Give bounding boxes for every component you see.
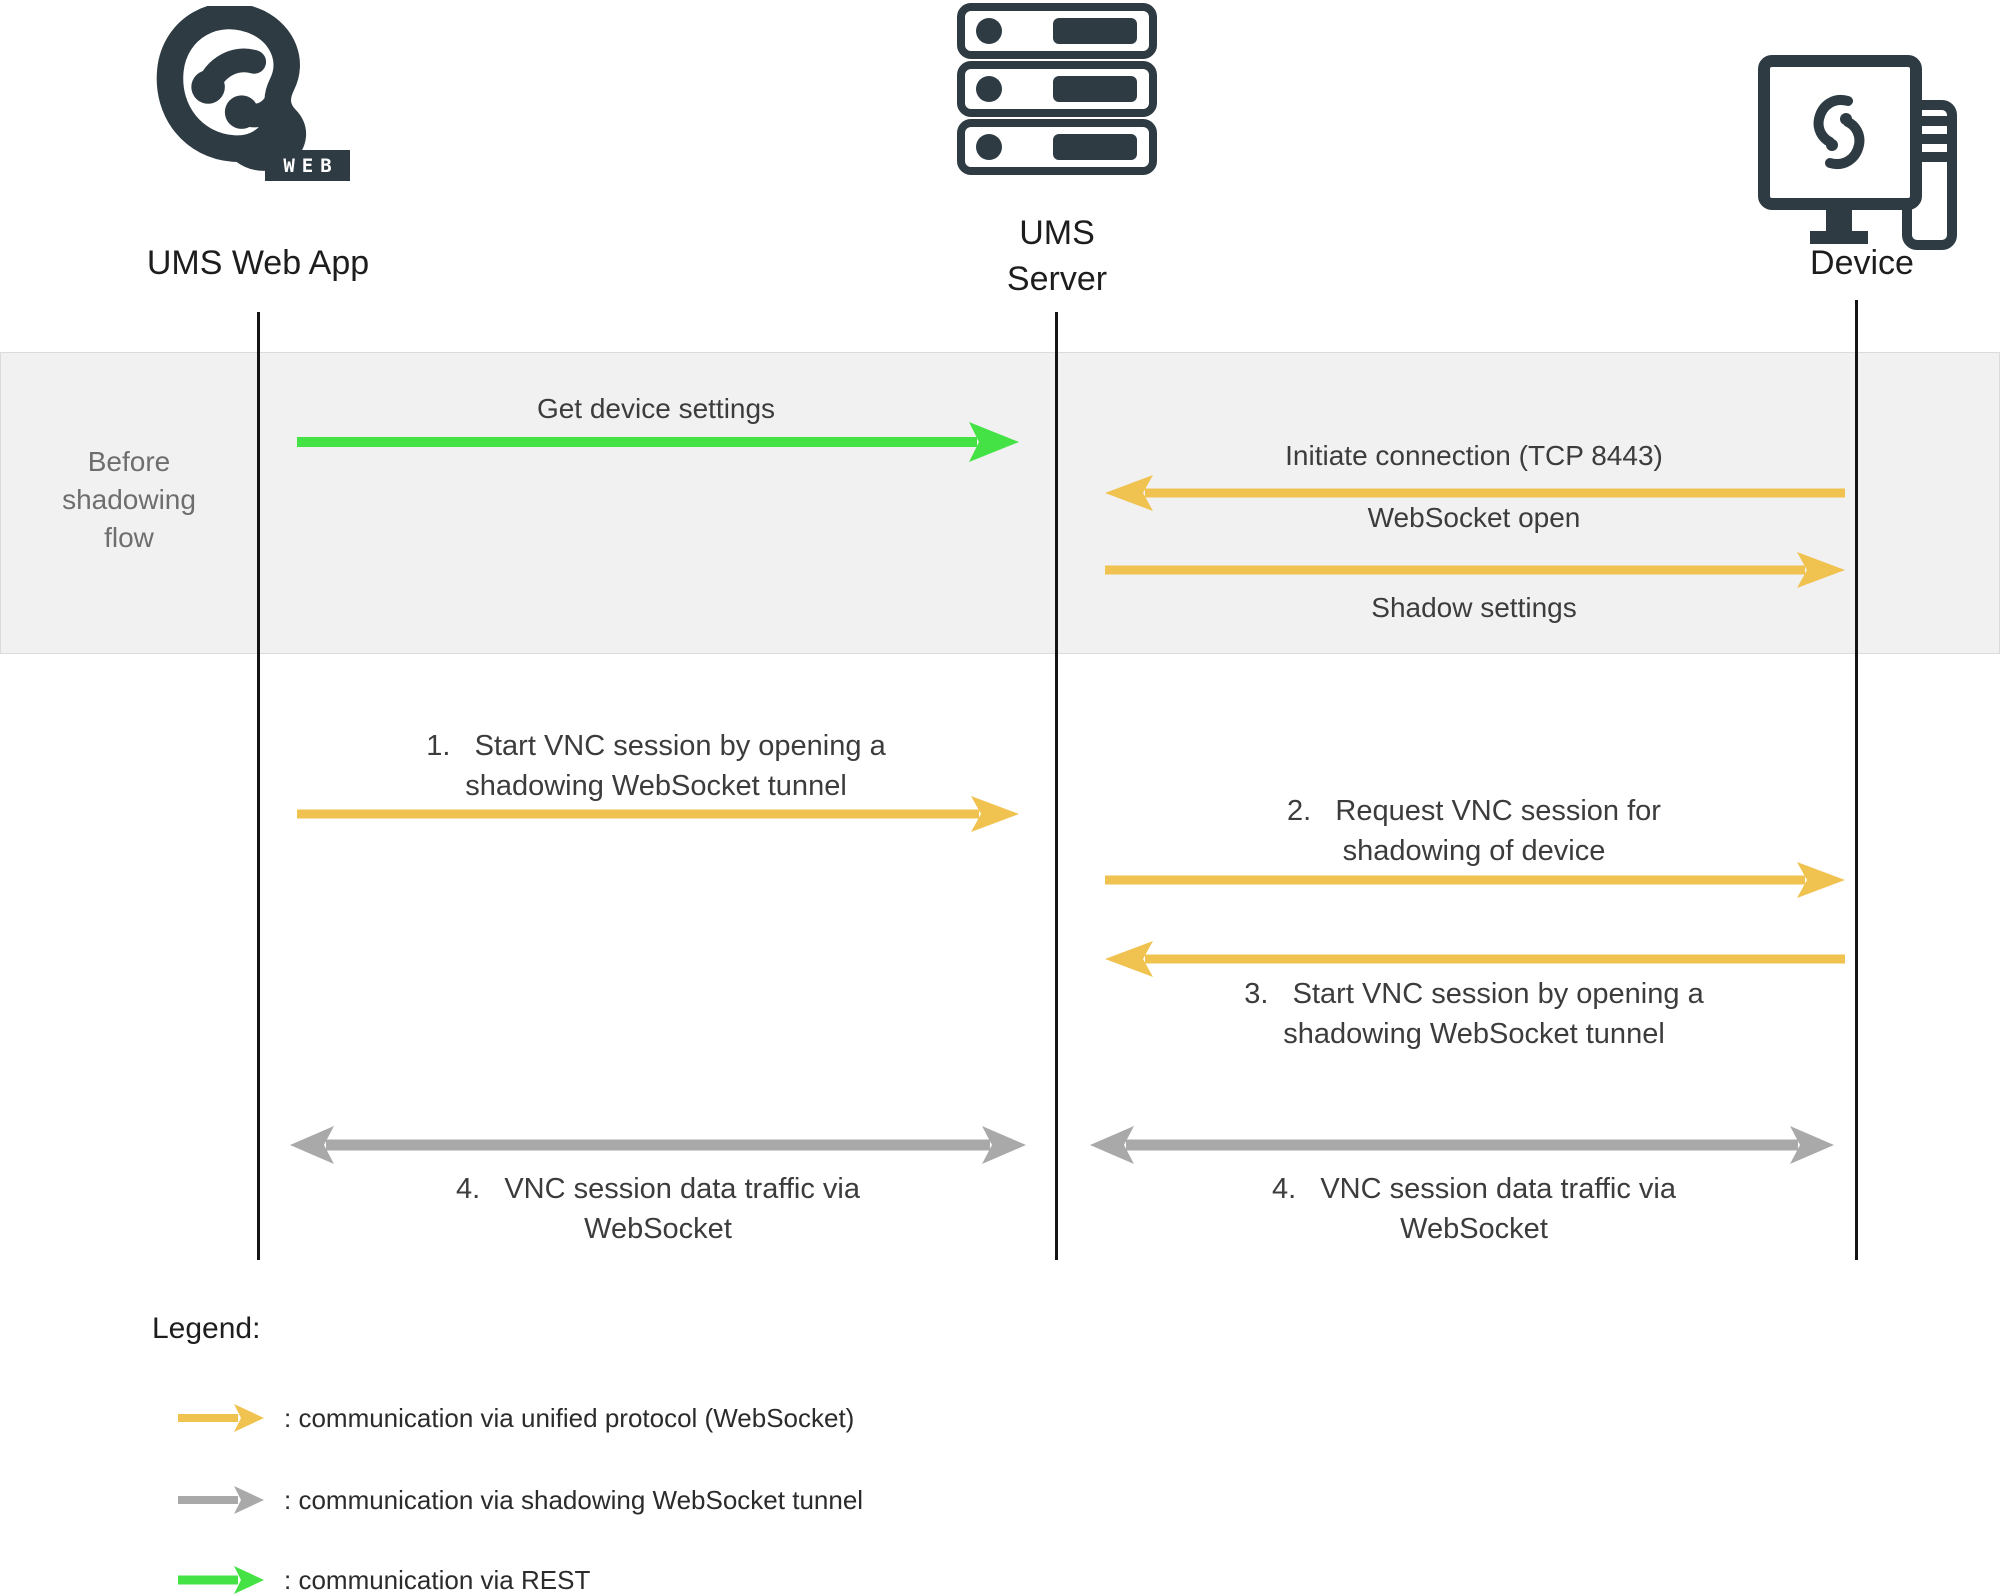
arrow-step1 [297,796,1019,832]
legend-title: Legend: [152,1312,261,1345]
arrow-get-device-settings [297,422,1019,462]
before-shadowing-band [0,352,2000,654]
actor-label-device: Device [1810,244,1914,282]
arrow-step4-server-device [1090,1126,1834,1164]
arrow-step3 [1105,941,1845,977]
lifeline-web-app [257,312,260,1260]
message-initiate-connection: Initiate connection (TCP 8443) [1285,440,1663,471]
message-websocket-open: WebSocket open [1367,502,1581,533]
legend-arrow-rest-icon [178,1566,264,1594]
message-get-device-settings: Get device settings [536,393,776,424]
message-step4-right: 4. VNC session data traffic via WebSocke… [1271,1173,1677,1245]
legend-label-shadowing-tunnel: : communication via shadowing WebSocket … [284,1485,864,1515]
device-icon [1758,55,1957,250]
legend-arrow-unified-protocol-icon [178,1404,264,1432]
message-shadow-settings: Shadow settings [1371,592,1577,623]
web-badge: WEB [265,150,350,181]
actor-label-server: UMS Server [1006,214,1108,298]
message-step4-left: 4. VNC session data traffic via WebSocke… [455,1173,861,1245]
arrow-initiate-connection [1105,475,1845,511]
before-shadowing-label: Before shadowing flow [62,446,196,553]
message-step2: 2. Request VNC session for shadowing of … [1287,795,1661,867]
lifeline-server [1055,312,1058,1260]
legend-label-rest: : communication via REST [284,1565,591,1595]
actor-label-web-app: UMS Web App [146,244,370,282]
lifeline-device [1855,300,1858,1260]
message-step1: 1. Start VNC session by opening a shadow… [426,730,886,802]
arrow-step4-webapp-server [290,1126,1026,1164]
legend-label-unified-protocol: : communication via unified protocol (We… [284,1403,855,1433]
message-step3: 3. Start VNC session by opening a shadow… [1244,978,1704,1050]
arrow-step2 [1105,862,1845,898]
legend-arrow-shadowing-tunnel-icon [178,1486,264,1514]
arrow-websocket-open [1105,552,1845,588]
device-screen-logo-glyph [1813,95,1865,169]
ums-server-icon [957,3,1157,175]
